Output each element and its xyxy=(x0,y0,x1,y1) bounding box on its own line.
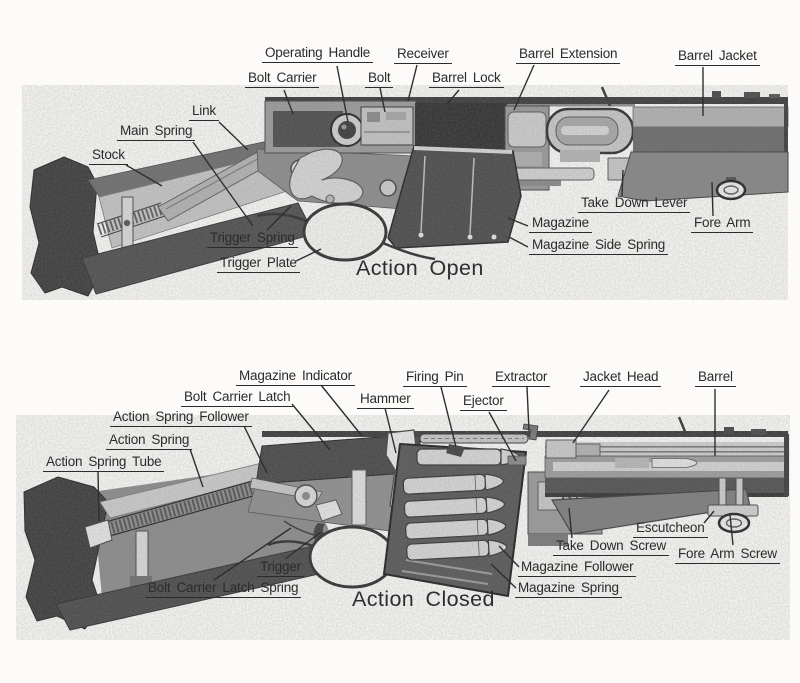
label-magazine-spring: Magazine Spring xyxy=(515,580,622,599)
label-action-spring-tube: Action Spring Tube xyxy=(43,454,165,473)
label-bolt-carrier: Bolt Carrier xyxy=(245,70,320,89)
label-hammer: Hammer xyxy=(357,391,414,410)
label-bolt-carrier-latch-spring: Bolt Carrier Latch Spring xyxy=(145,580,302,599)
label-magazine-indicator: Magazine Indicator xyxy=(236,368,355,387)
leader-lines-action-closed xyxy=(97,384,734,589)
label-bolt-carrier-latch: Bolt Carrier Latch xyxy=(181,389,294,408)
label-action-spring-follower: Action Spring Follower xyxy=(110,409,252,428)
label-take-down-screw: Take Down Screw xyxy=(553,538,670,557)
label-barrel-lock: Barrel Lock xyxy=(429,70,504,89)
label-trigger-spring: Trigger Spring xyxy=(207,230,298,249)
label-barrel-jacket: Barrel Jacket xyxy=(675,48,760,67)
label-receiver: Receiver xyxy=(394,46,452,65)
label-magazine-follower: Magazine Follower xyxy=(518,559,637,578)
label-trigger: Trigger xyxy=(257,559,304,578)
label-magazine-side-spring: Magazine Side Spring xyxy=(529,237,669,256)
label-firing-pin: Firing Pin xyxy=(403,369,467,388)
label-fore-arm: Fore Arm xyxy=(691,215,754,234)
label-jacket-head: Jacket Head xyxy=(580,369,662,388)
label-action-spring: Action Spring xyxy=(106,432,193,451)
label-extractor: Extractor xyxy=(492,369,551,388)
caption-action-open: Action Open xyxy=(356,256,484,280)
label-link: Link xyxy=(189,103,219,122)
rifle-action-open xyxy=(29,86,789,297)
label-operating-handle: Operating Handle xyxy=(262,45,374,64)
caption-action-closed: Action Closed xyxy=(352,587,495,611)
leader-lines-action-open xyxy=(125,64,714,262)
label-magazine: Magazine xyxy=(529,215,592,234)
label-ejector: Ejector xyxy=(460,393,507,412)
label-bolt: Bolt xyxy=(365,70,394,89)
label-barrel-extension: Barrel Extension xyxy=(516,46,621,65)
label-stock: Stock xyxy=(89,147,128,166)
label-main-spring: Main Spring xyxy=(117,123,196,142)
label-trigger-plate: Trigger Plate xyxy=(217,255,300,274)
rifle-action-closed xyxy=(23,416,789,631)
label-fore-arm-screw: Fore Arm Screw xyxy=(675,546,780,565)
label-escutcheon: Escutcheon xyxy=(633,520,708,539)
label-barrel: Barrel xyxy=(695,369,736,388)
label-take-down-lever: Take Down Lever xyxy=(578,195,691,214)
